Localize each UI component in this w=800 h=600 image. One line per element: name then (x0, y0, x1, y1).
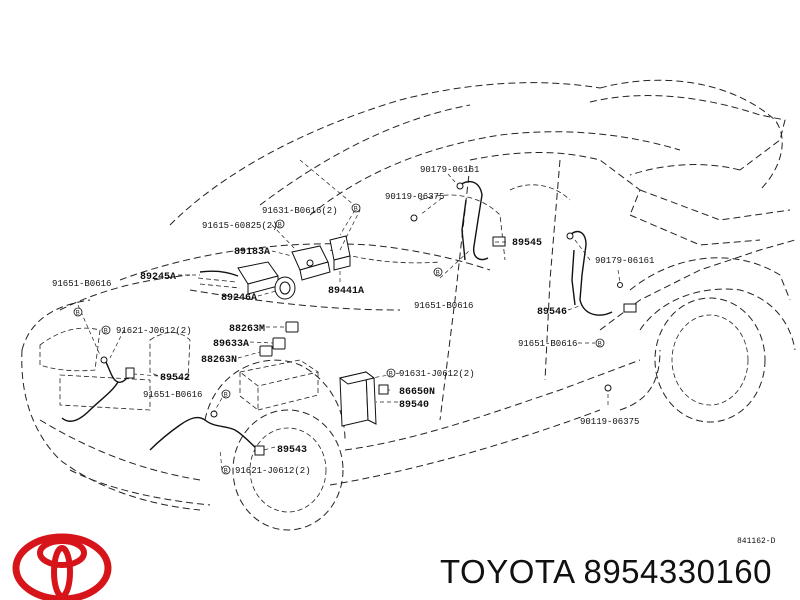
bolt-90119-rear-right (604, 384, 612, 392)
parts-group (61, 180, 637, 456)
b-marker: B (351, 203, 361, 213)
label-86650N: 86650N (399, 387, 435, 398)
label-89441A: 89441A (328, 286, 364, 297)
b-marker: B (433, 267, 443, 277)
svg-text:B: B (224, 392, 228, 398)
label-89542: 89542 (160, 373, 190, 384)
b-marker: B (73, 307, 83, 317)
label-89183A: 89183A (234, 247, 270, 258)
label-91621-J0612-lower: 91621-J0612(2) (235, 466, 311, 476)
label-88263N: 88263N (201, 355, 237, 366)
leader-lines (77, 159, 621, 471)
part-labels: 90179-06161 90119-06375 89545 91631-B061… (52, 165, 654, 476)
wheel-sensor-89543-part (149, 410, 265, 456)
svg-text:B: B (436, 270, 440, 276)
b-marker: B (595, 338, 605, 348)
label-91621-J0612-front: 91621-J0612(2) (116, 326, 192, 336)
label-90119-06375-rear-right: 90119-06375 (580, 417, 639, 427)
svg-text:B: B (224, 468, 228, 474)
toyota-logo (12, 533, 112, 600)
ecu-89540-part (338, 370, 377, 427)
label-88263M: 88263M (229, 324, 265, 335)
label-91631-J0612: 91631-J0612(2) (399, 369, 475, 379)
label-90179-06161-rear-right: 90179-06161 (595, 256, 654, 266)
label-91631-B0616: 91631-B0616(2) (262, 206, 338, 216)
label-89540: 89540 (399, 400, 429, 411)
ring-sensor-part (274, 276, 296, 300)
label-91651-B0616-lower: 91651-B0616 (143, 390, 202, 400)
relay-88263N-part (259, 345, 273, 357)
label-89546: 89546 (537, 307, 567, 318)
car-body-outline (21, 79, 796, 531)
label-91615-60825: 91615-60825(2) (202, 221, 278, 231)
label-91651-B0616-rear: 91651-B0616 (518, 339, 577, 349)
wheel-sensor-89545-part (456, 180, 506, 261)
b-marker: B (386, 368, 396, 378)
airbag-sensor-part (291, 245, 331, 281)
b-marker: B (221, 465, 231, 475)
svg-text:B: B (278, 222, 282, 228)
svg-text:B: B (76, 310, 80, 316)
wheel-sensor-89542-part (61, 356, 135, 422)
label-90119-06375-rear-left: 90119-06375 (385, 192, 444, 202)
svg-text:B: B (354, 206, 358, 212)
clip-90179-rear-right (617, 282, 623, 288)
b-marker: B (101, 325, 111, 335)
relay-89633A-part (272, 337, 286, 350)
sensor-89441A-part (329, 235, 351, 271)
relay-88263M-part (285, 321, 299, 333)
diagram-reference-code: 841162-D (737, 537, 776, 546)
battery-box-part (239, 359, 319, 411)
label-89245A: 89245A (140, 272, 176, 283)
b-markers: B B B B B B B B B (73, 203, 605, 475)
b-marker: B (221, 389, 231, 399)
wheel-sensor-89546-part (566, 230, 637, 316)
b-marker: B (275, 219, 285, 229)
label-89246A: 89246A (221, 293, 257, 304)
svg-text:B: B (598, 341, 602, 347)
svg-text:B: B (104, 328, 108, 334)
label-91651-B0616-front: 91651-B0616 (52, 279, 111, 289)
svg-text:B: B (389, 371, 393, 377)
part-86650N (378, 384, 389, 395)
label-89545: 89545 (512, 238, 542, 249)
bolt-90119-rear-left (410, 214, 418, 222)
label-91651-B0616-mid: 91651-B0616 (414, 301, 473, 311)
label-90179-06161-rear-left: 90179-06161 (420, 165, 479, 175)
module-89245A-part (197, 261, 279, 295)
label-89633A: 89633A (213, 339, 249, 350)
label-89543: 89543 (277, 445, 307, 456)
part-caption: TOYOTA 8954330160 (440, 553, 773, 590)
